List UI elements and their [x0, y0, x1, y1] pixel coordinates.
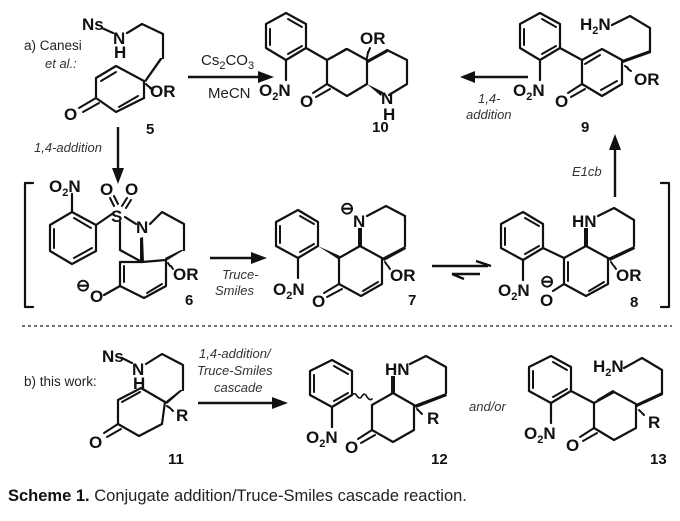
- n-atom: N: [132, 360, 144, 379]
- section-a-label: a) Canesi: [24, 38, 82, 53]
- o-atom: O: [566, 436, 579, 455]
- arrow-11-to-12: 1,4-addition/ Truce-Smiles cascade: [197, 346, 288, 409]
- hn-atom: HN: [385, 360, 410, 379]
- o-atom: O: [312, 292, 325, 311]
- caption-bold: Scheme 1.: [8, 487, 90, 505]
- o-atom: O: [540, 291, 553, 310]
- and-or-label: and/or: [469, 399, 507, 414]
- arrow-8-to-9: E1cb: [572, 134, 621, 197]
- o-atom: O: [300, 92, 313, 111]
- section-a-label-italic: et al.:: [45, 56, 77, 71]
- minus-charge: ⊖: [340, 199, 354, 218]
- o-atom: O: [125, 180, 138, 199]
- n-atom: N: [136, 218, 148, 237]
- o2n-group: O2N: [273, 280, 305, 302]
- ns-atom: Ns: [82, 15, 104, 34]
- compound-9: O2N O H2N OR 9: [513, 11, 660, 136]
- o-atom: O: [89, 433, 102, 452]
- or-atom: OR: [360, 29, 386, 48]
- compound-10: O2N O N H OR 10: [259, 11, 409, 136]
- arrow-9-to-10: 1,4- addition: [460, 71, 528, 122]
- step-14-addition-right-2: addition: [466, 107, 512, 122]
- or-atom: OR: [173, 265, 199, 284]
- n-atom: N: [113, 29, 125, 48]
- or-atom: OR: [616, 266, 642, 285]
- r-atom: R: [176, 406, 188, 425]
- minus-charge: ⊖: [76, 276, 90, 295]
- compound-13: O2N O H2N R 13: [524, 354, 667, 468]
- or-atom: OR: [150, 82, 176, 101]
- step-truce-1: Truce-: [222, 267, 259, 282]
- compound-label-7: 7: [408, 292, 416, 309]
- compound-label-13: 13: [650, 451, 667, 468]
- compound-label-11: 11: [168, 451, 184, 468]
- compound-11: Ns N H O R 11: [89, 347, 188, 468]
- bracket-right: [659, 181, 671, 309]
- h2n-group: H2N: [580, 15, 611, 37]
- step-b-3: cascade: [214, 380, 262, 395]
- compound-7: O2N O N ⊖ OR 7: [273, 199, 416, 311]
- o-atom: O: [100, 180, 113, 199]
- o-atom: O: [64, 105, 77, 124]
- s-atom: S: [111, 207, 122, 226]
- step-b-1: 1,4-addition/: [199, 346, 272, 361]
- step-b-2: Truce-Smiles: [197, 363, 273, 378]
- o2n-group: O2N: [513, 81, 545, 103]
- n-atom: N: [353, 212, 365, 231]
- caption-text: Conjugate addition/Truce-Smiles cascade …: [89, 487, 467, 505]
- bracket-left: [23, 181, 35, 309]
- o-atom: O: [90, 287, 103, 306]
- step-e1cb: E1cb: [572, 164, 602, 179]
- o2n-group: O2N: [498, 281, 530, 303]
- or-atom: OR: [390, 266, 416, 285]
- h-atom: H: [383, 105, 395, 124]
- step-14-addition-right-1: 1,4-: [478, 91, 501, 106]
- figure-caption: Scheme 1. Conjugate addition/Truce-Smile…: [8, 487, 467, 506]
- equilibrium-arrows: [432, 259, 492, 281]
- or-atom: OR: [634, 70, 660, 89]
- arrow-5-to-10: Cs2CO3 MeCN: [188, 52, 274, 102]
- n-atom: N: [381, 89, 393, 108]
- reaction-scheme: a) Canesi et al.: Ns N H O OR 5 Cs2CO3 M…: [22, 11, 672, 468]
- o2n-group: O2N: [306, 428, 338, 450]
- compound-6: O2N S O O N O ⊖ OR 6: [48, 177, 199, 309]
- reagent-solvent: MeCN: [208, 85, 251, 102]
- compound-5: Ns N H O OR 5: [64, 15, 176, 138]
- minus-charge: ⊖: [540, 272, 554, 291]
- compound-label-10: 10: [372, 119, 389, 136]
- compound-label-12: 12: [431, 451, 448, 468]
- o2n-group: O2N: [259, 81, 291, 103]
- ns-atom: Ns: [102, 347, 124, 366]
- compound-label-5: 5: [146, 121, 154, 138]
- hn-atom: HN: [572, 212, 597, 231]
- h2n-group: H2N: [593, 357, 624, 379]
- h-atom: H: [114, 43, 126, 62]
- r-atom: R: [648, 413, 660, 432]
- reagent-base: Cs2CO3: [201, 52, 254, 72]
- o2n-group: O2N: [524, 424, 556, 446]
- section-b-label: b) this work:: [24, 374, 97, 389]
- compound-8: O2N ⊖ O HN OR 8: [498, 206, 642, 311]
- step-14-addition: 1,4-addition: [34, 140, 102, 155]
- step-truce-2: Smiles: [215, 283, 255, 298]
- compound-label-6: 6: [185, 292, 193, 309]
- o-atom: O: [345, 438, 358, 457]
- compound-label-8: 8: [630, 294, 638, 311]
- r-atom: R: [427, 409, 439, 428]
- arrow-6-to-7: Truce- Smiles: [210, 252, 267, 298]
- compound-12: O2N O HN R 12: [306, 354, 448, 468]
- o2n-group: O2N: [49, 177, 81, 199]
- o-atom: O: [555, 92, 568, 111]
- compound-label-9: 9: [581, 119, 589, 136]
- arrow-5-to-6: 1,4-addition: [34, 127, 124, 184]
